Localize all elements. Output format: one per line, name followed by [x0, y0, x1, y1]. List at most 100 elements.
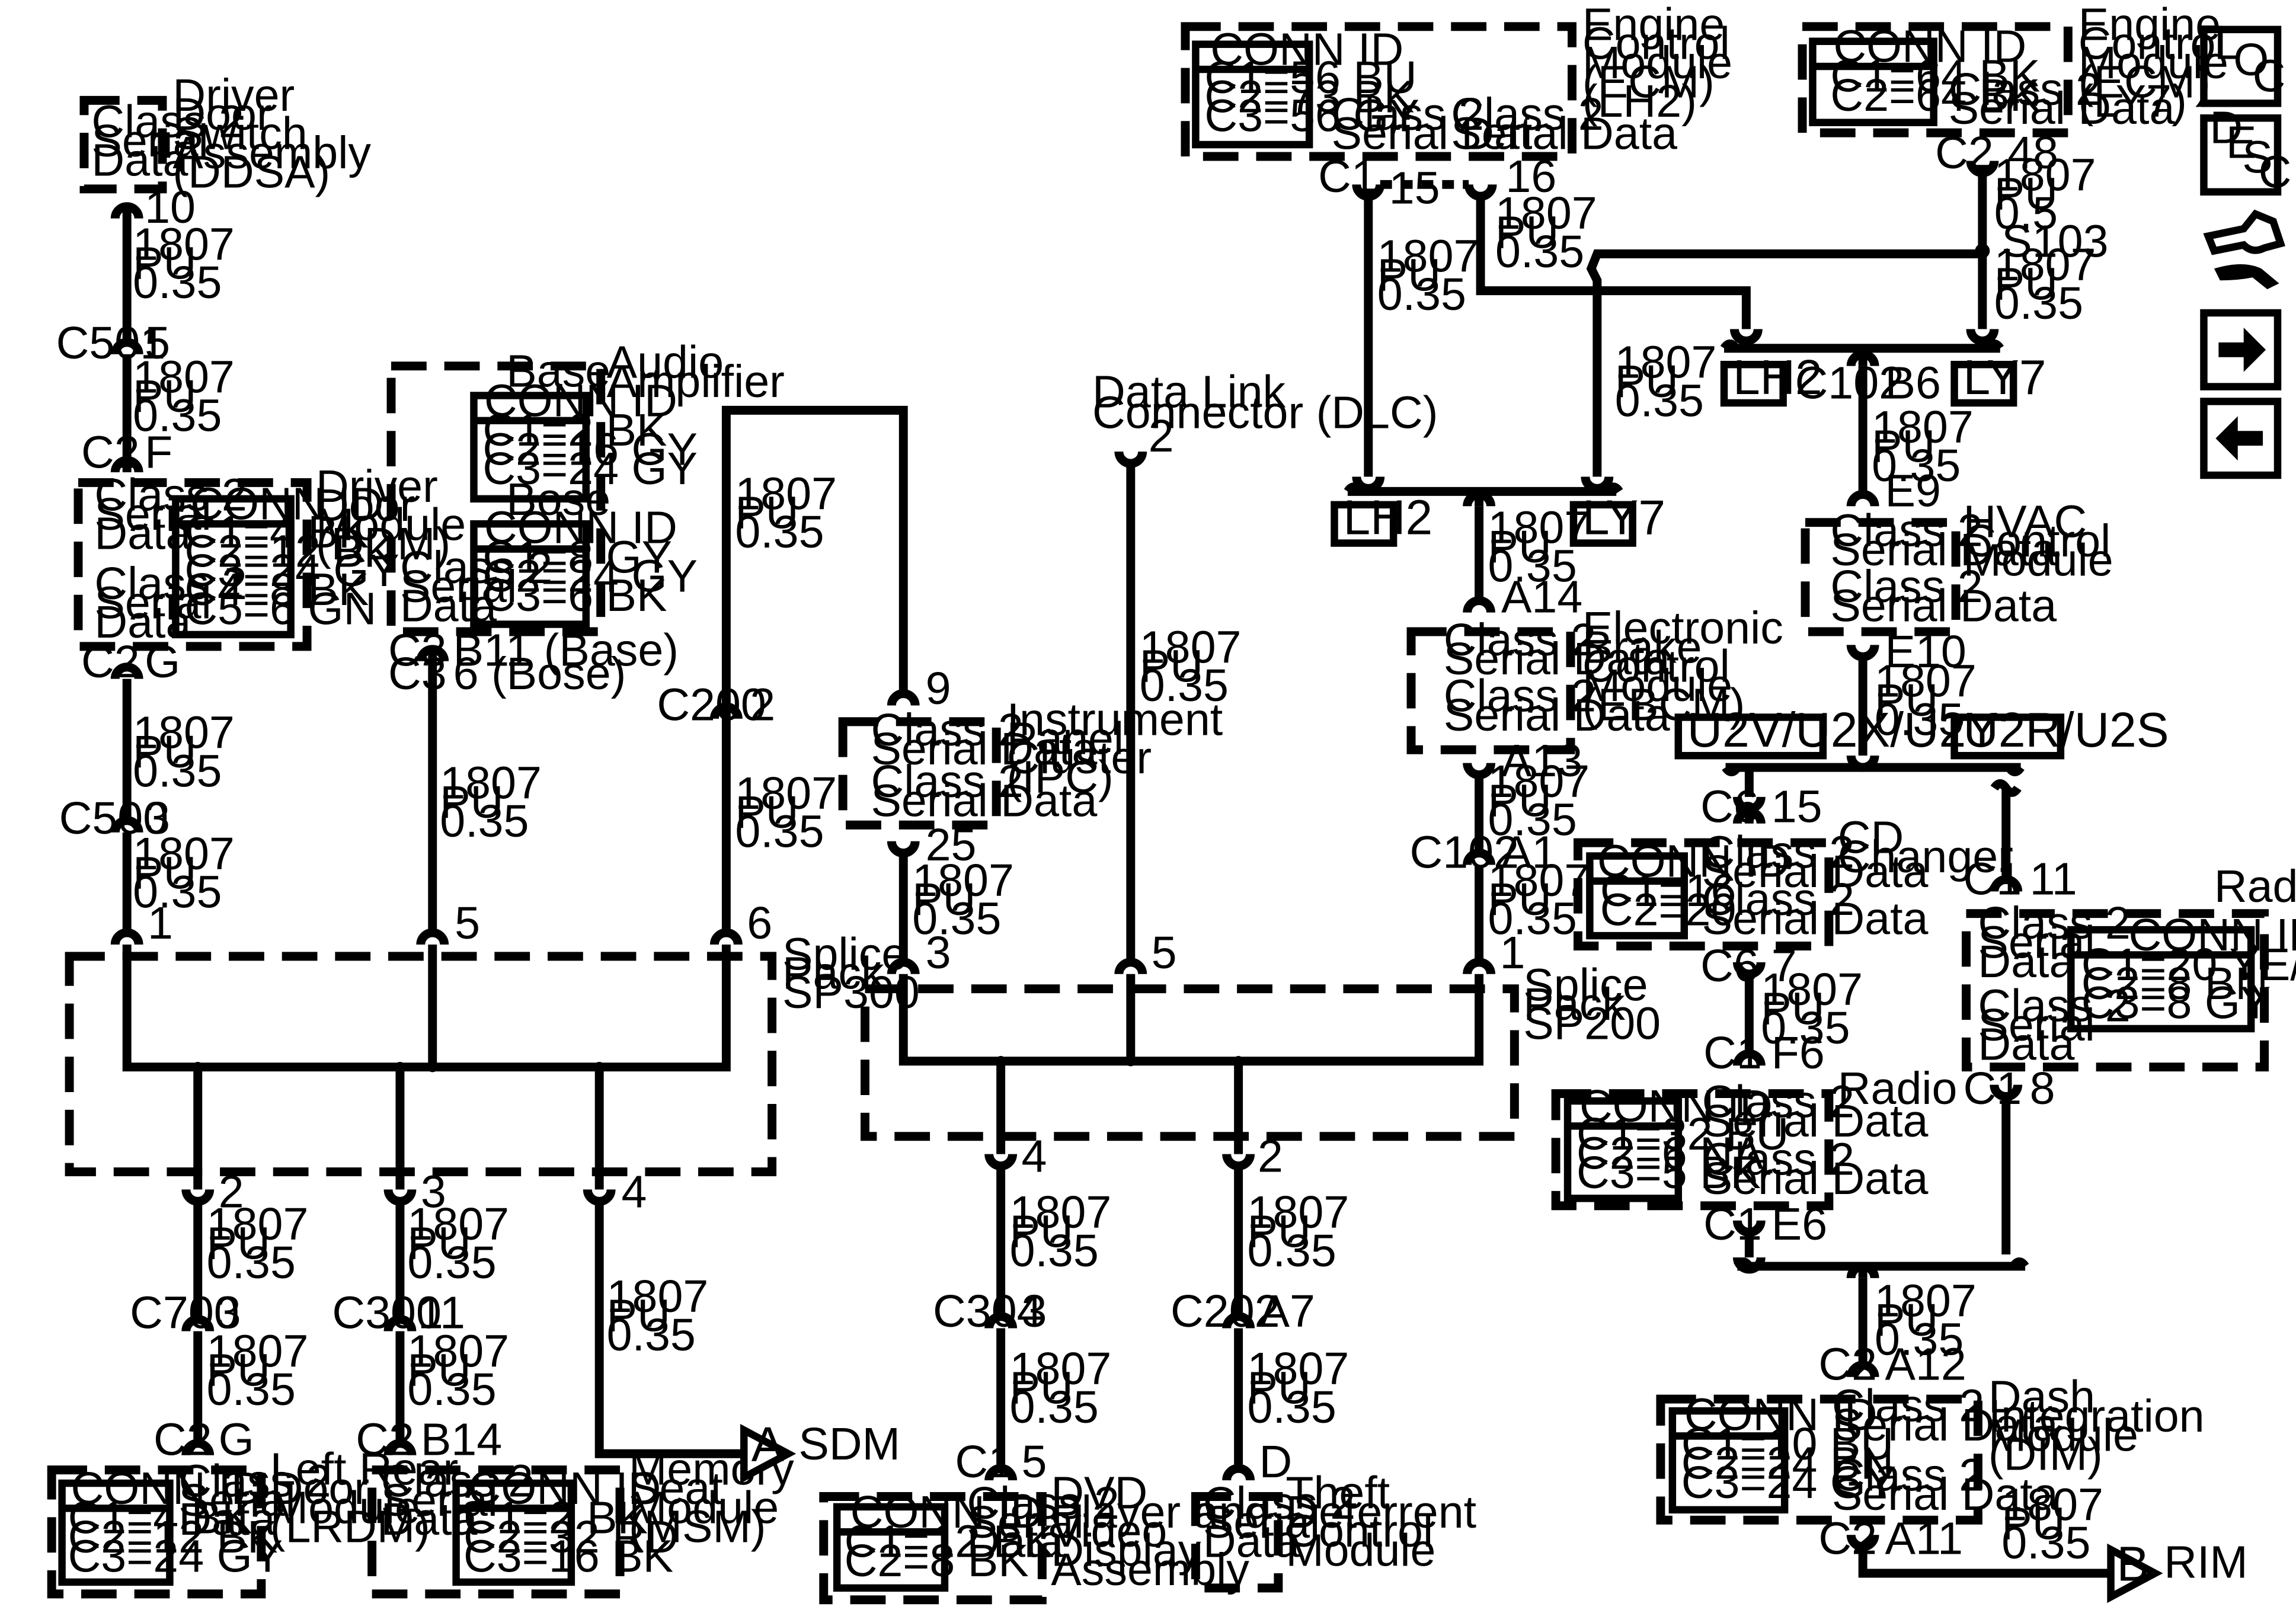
dlc-connector: Data Link Connector (DLC) — [1092, 366, 1438, 438]
schematic-label: Data — [91, 135, 188, 185]
schematic-label: Instrument — [1007, 694, 1223, 745]
schematic-label: 0.35 — [607, 1310, 696, 1361]
wrench-car-icon[interactable] — [2203, 209, 2285, 290]
schematic-label: Serial Data — [1949, 83, 2175, 134]
schematic-label: 0.35 — [1615, 375, 1704, 426]
schematic-label: Serial Data — [871, 775, 1097, 826]
schematic-label: Engine — [2078, 0, 2221, 50]
schematic-label: DVD — [1051, 1467, 1147, 1518]
schematic-label: C3=5 BK — [1576, 1147, 1761, 1198]
schematic-label: Class 2 — [94, 558, 247, 609]
schematic-label: 1807 — [1377, 231, 1479, 281]
description-icon[interactable]: D E S C — [2200, 103, 2291, 198]
schematic-label: 2 — [1149, 411, 1174, 462]
schematic-label: CONN ID — [1684, 1389, 1878, 1440]
sdm-offpage-tag[interactable]: A — [740, 1418, 797, 1484]
wire-label-c200-top: 1807 PU 0.35 — [735, 468, 837, 558]
schematic-label: Panel — [1007, 713, 1124, 764]
schematic-label: 3 — [926, 927, 951, 978]
schematic-label: 1807 — [207, 1199, 309, 1250]
schematic-label: 0.35 — [1488, 894, 1577, 945]
schematic-label: B6 — [1885, 357, 1940, 408]
schematic-label: (DDM) — [316, 518, 450, 569]
wire-label-ddsa: 1807 PU 0.35 — [133, 219, 235, 308]
schematic-label: Integration — [1988, 1391, 2205, 1442]
schematic-label: A12 — [1885, 1339, 1966, 1390]
schematic-label: Class 2 — [400, 542, 552, 593]
schematic-label: C1=16 — [1600, 865, 1737, 916]
schematic-label: 1807 — [133, 351, 235, 402]
schematic-label: Control — [1963, 516, 2110, 566]
schematic-label: 0.35 — [440, 796, 529, 847]
schematic-label: Serial — [400, 561, 517, 612]
previous-page-arrow-icon[interactable] — [2200, 398, 2282, 479]
schematic-label: C1=2 BK — [482, 405, 667, 456]
schematic-label: C1=56 BU — [1204, 52, 1416, 103]
schematic-label: PU — [207, 1345, 270, 1396]
schematic-label: (LH2) — [1582, 76, 1697, 127]
schematic-label: C1 — [1703, 1028, 1762, 1078]
schematic-label: C2 — [154, 1414, 212, 1465]
schematic-label: PU — [207, 1218, 270, 1269]
schematic-label: C3=6 BK — [482, 570, 667, 621]
schematic-label: CD — [1838, 812, 1904, 863]
schematic-label: Class 2 — [871, 705, 1023, 756]
schematic-label: Pack — [1523, 979, 1625, 1030]
schematic-label: 5 — [1152, 927, 1177, 978]
schematic-label: PU — [1248, 1206, 1311, 1257]
schematic-label: Data — [178, 1494, 275, 1545]
schematic-label: C6 — [1700, 781, 1759, 832]
ly7-option-tag-2: LY7 — [1950, 351, 2046, 407]
schematic-label: 9 — [926, 663, 951, 714]
schematic-label: Electronic — [1582, 603, 1783, 654]
schematic-label: E6 — [1771, 1199, 1827, 1250]
schematic-label: A1 — [1501, 827, 1557, 878]
schematic-label: (ECM) — [1582, 56, 1715, 107]
schematic-label: (EBCM) — [1582, 679, 1745, 730]
schematic-label: 0.35 — [1872, 440, 1961, 491]
schematic-label: Serial Data — [1702, 1096, 1929, 1147]
schematic-label: (ECM) — [2078, 56, 2211, 107]
wire-label-hvac-1: 1807 PU 0.35 — [1872, 402, 1974, 491]
schematic-label: C3=24 GY — [68, 1531, 283, 1582]
schematic-label: PU — [1488, 874, 1552, 925]
rim-offpage-tag[interactable]: B — [2107, 1537, 2163, 1603]
schematic-label: Serial Data — [1702, 1153, 1929, 1204]
schematic-label: Class 2 — [1444, 614, 1596, 665]
schematic-label: Serial — [91, 116, 208, 167]
schematic-label: Switch — [172, 108, 307, 159]
schematic-label: PU — [133, 238, 196, 289]
schematic-label: E — [2226, 117, 2256, 168]
schematic-label: A — [752, 1418, 784, 1472]
schematic-label: Amplifier — [607, 356, 785, 407]
schematic-label: 0.35 — [735, 806, 824, 857]
schematic-label: 0.35 — [1248, 1382, 1336, 1433]
schematic-label: F6 — [1771, 1028, 1825, 1078]
next-page-arrow-icon[interactable] — [2200, 309, 2282, 391]
schematic-label: PU — [1140, 641, 1203, 692]
schematic-label: CONN ID — [1210, 24, 1403, 75]
schematic-label: 6 (Bose) — [453, 648, 626, 699]
lh2-option-tag-2: LH2 — [1720, 351, 1822, 407]
schematic-label: 2 — [1258, 1131, 1283, 1182]
schematic-label: C3 — [388, 648, 447, 699]
schematic-label: Door — [316, 480, 415, 531]
schematic-label: Splice — [782, 929, 907, 980]
wire-label-c500: 1807 PU 0.35 — [133, 828, 235, 918]
schematic-label: Class 2 — [871, 756, 1023, 807]
schematic-label: Serial — [967, 1497, 1083, 1548]
schematic-label: PU — [607, 1291, 670, 1342]
wire-label-amp: 1807 PU 0.35 — [440, 757, 542, 847]
schematic-label: Class 2 — [1702, 874, 1854, 925]
schematic-label: C3=24 GY — [482, 443, 698, 494]
schematic-label: Door — [270, 1463, 369, 1514]
schematic-label: CONN ID — [190, 479, 383, 530]
schematic-label: (DIM) — [1988, 1429, 2103, 1480]
location-icon[interactable]: L O C — [2200, 18, 2285, 107]
schematic-label: 1807 — [133, 219, 235, 270]
schematic-label: 5 — [455, 898, 480, 949]
schematic-label: 16 — [1505, 151, 1556, 202]
schematic-label: 0.35 — [1488, 795, 1577, 846]
schematic-label: Serial Data — [1830, 524, 2057, 575]
schematic-label: E9 — [1885, 465, 1940, 516]
